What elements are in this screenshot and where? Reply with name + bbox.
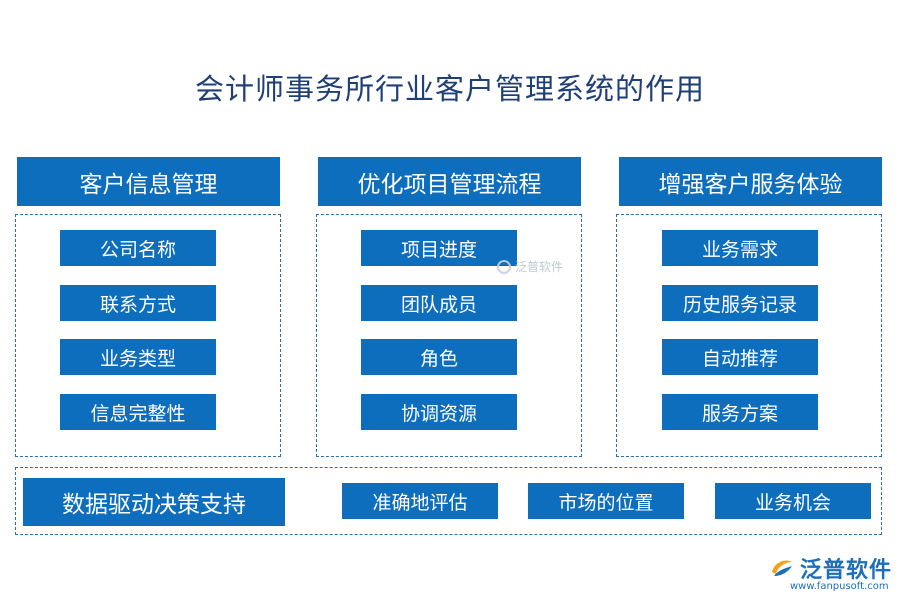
item-service-plan: 服务方案 <box>662 394 818 430</box>
item-team-members: 团队成员 <box>361 285 517 321</box>
item-info-completeness: 信息完整性 <box>60 394 216 430</box>
watermark-text: 泛普软件 <box>515 260 564 274</box>
item-business-needs: 业务需求 <box>662 230 818 266</box>
page-title: 会计师事务所行业客户管理系统的作用 <box>194 72 705 106</box>
column-header-project-management: 优化项目管理流程 <box>318 157 581 206</box>
watermark: 泛普软件 <box>497 258 563 275</box>
column-box-customer-info <box>15 214 281 457</box>
item-role: 角色 <box>361 339 517 375</box>
item-project-progress: 项目进度 <box>361 230 517 266</box>
item-company-name: 公司名称 <box>60 230 216 266</box>
brand-url: www.fanpusoft.com <box>790 581 889 592</box>
item-business-type: 业务类型 <box>60 339 216 375</box>
item-contact: 联系方式 <box>60 285 216 321</box>
item-service-history: 历史服务记录 <box>662 285 818 321</box>
item-auto-recommend: 自动推荐 <box>662 339 818 375</box>
column-header-customer-service: 增强客户服务体验 <box>619 157 882 206</box>
column-box-project-management <box>316 214 582 457</box>
column-header-customer-info: 客户信息管理 <box>17 157 280 206</box>
brand-logo-icon <box>772 560 792 576</box>
bottom-header-decision-support: 数据驱动决策支持 <box>23 478 285 526</box>
brand-name: 泛普软件 <box>800 558 893 583</box>
brand-logo: 泛普软件 <box>768 552 892 584</box>
item-business-opportunity: 业务机会 <box>715 483 871 519</box>
column-box-customer-service <box>616 214 882 457</box>
item-market-position: 市场的位置 <box>528 483 684 519</box>
bottom-box-decision-support <box>15 467 882 535</box>
item-coordinate-resources: 协调资源 <box>361 394 517 430</box>
item-accurate-assessment: 准确地评估 <box>342 483 498 519</box>
watermark-logo-icon <box>497 259 511 274</box>
